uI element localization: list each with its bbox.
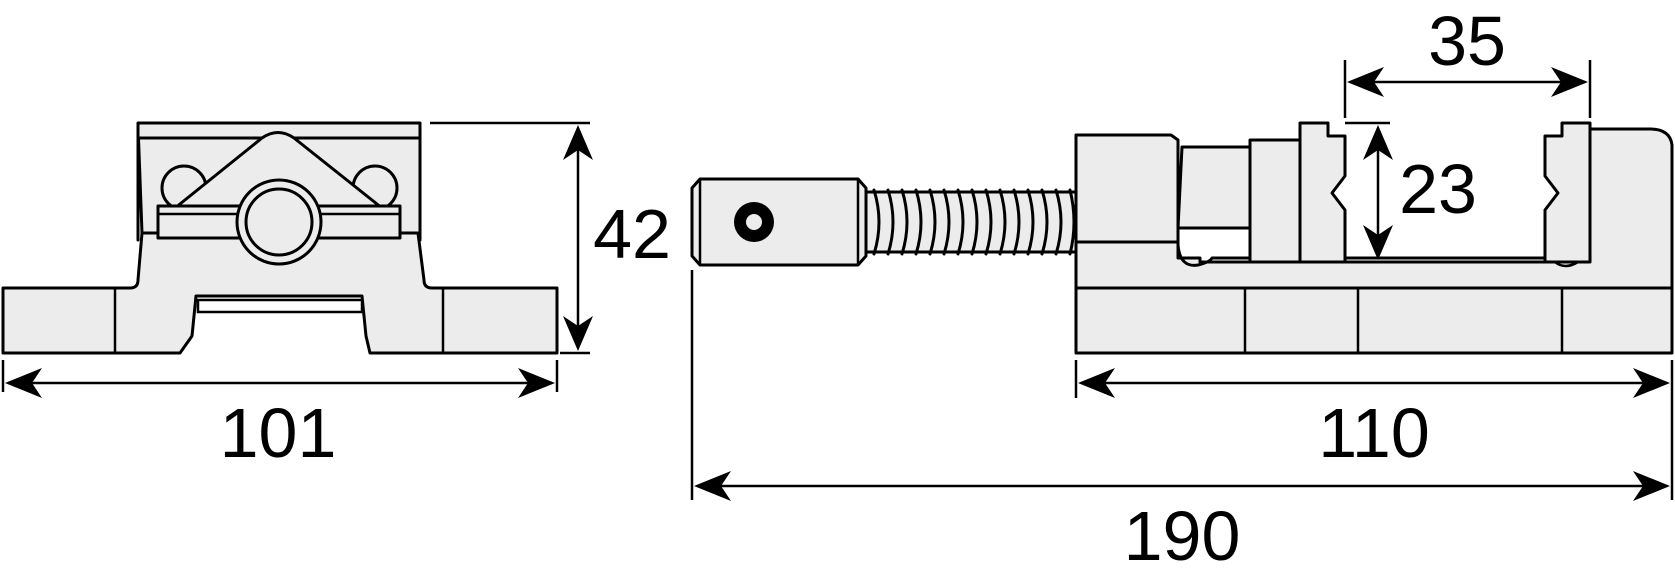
vise-body xyxy=(1074,127,1674,355)
movable-jaw-step xyxy=(1248,138,1302,264)
right-jaw-plate xyxy=(1543,121,1592,264)
front-height-dimension: 42 xyxy=(430,121,671,355)
jaw-depth-dimension: 23 xyxy=(1345,121,1477,260)
front-view-screw-inner xyxy=(244,187,314,257)
front-view-jaw xyxy=(173,131,384,210)
overall-length-dimension: 190 xyxy=(690,270,1674,574)
side-view xyxy=(690,121,1674,355)
front-view xyxy=(1,121,559,355)
front-height-label: 42 xyxy=(593,195,671,273)
movable-jaw xyxy=(1176,145,1252,230)
body-length-label: 110 xyxy=(1318,394,1430,472)
jaw-depth-label: 23 xyxy=(1399,150,1477,228)
jaw-opening-label: 35 xyxy=(1428,2,1506,80)
overall-length-label: 190 xyxy=(1124,497,1241,574)
right-jaw-bottom-curve xyxy=(1554,260,1579,268)
front-width-label: 101 xyxy=(220,394,337,472)
handle-hole-inner xyxy=(744,212,764,232)
front-width-dimension: 101 xyxy=(1,360,559,472)
body-length-dimension: 110 xyxy=(1074,360,1674,472)
handle xyxy=(690,177,868,267)
screw-thread xyxy=(864,188,1078,256)
front-view-base-slot xyxy=(196,298,364,314)
trough xyxy=(1176,243,1582,267)
front-view-base xyxy=(1,231,559,355)
left-jaw-plate xyxy=(1298,121,1347,264)
jaw-opening-dimension: 35 xyxy=(1343,2,1592,118)
